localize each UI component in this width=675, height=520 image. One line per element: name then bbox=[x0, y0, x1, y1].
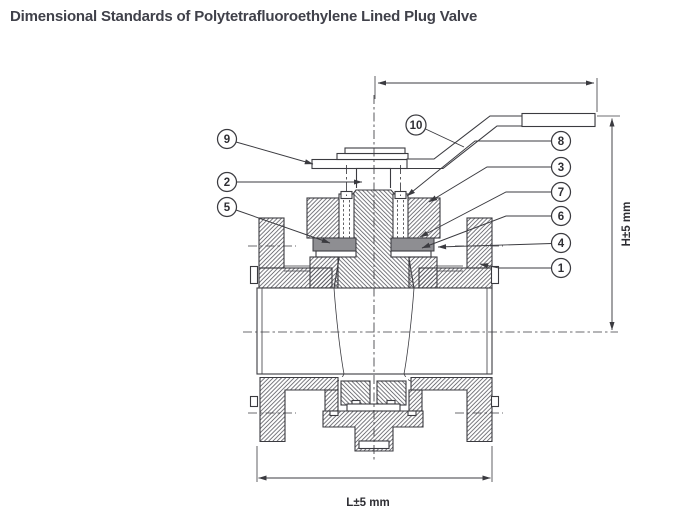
flange-ring bbox=[258, 217, 285, 269]
callout-circle bbox=[550, 156, 572, 178]
stud-threads bbox=[397, 200, 404, 238]
callout-circle bbox=[550, 130, 572, 152]
leader-9 bbox=[235, 141, 314, 165]
flange-face-step-br bbox=[490, 395, 500, 408]
leader-3 bbox=[428, 166, 552, 203]
callout-circle bbox=[405, 114, 427, 136]
gland-plate-middle bbox=[336, 152, 409, 161]
callout-circle bbox=[550, 257, 572, 279]
valve-body bbox=[243, 95, 618, 461]
leader-4 bbox=[437, 243, 552, 250]
leader-1 bbox=[479, 263, 552, 269]
flange-bottom-right bbox=[410, 376, 493, 443]
callouts: 9 2 5 10 8 3 7 6 bbox=[216, 114, 572, 279]
flange-face-step-bl bbox=[249, 395, 259, 408]
callout-number: 8 bbox=[558, 136, 565, 148]
page-title: Dimensional Standards of Polytetrafluoro… bbox=[10, 8, 477, 25]
callout-number: 5 bbox=[224, 202, 231, 214]
callout-number: 10 bbox=[410, 120, 423, 132]
callout-circle bbox=[216, 128, 238, 150]
stud-channel bbox=[338, 193, 355, 243]
stud-left bbox=[338, 165, 355, 243]
bottom-cover-assembly bbox=[322, 377, 424, 452]
callout-circle bbox=[216, 196, 238, 218]
callout-number: 4 bbox=[558, 238, 565, 250]
stem bbox=[355, 167, 392, 192]
stud-channel bbox=[392, 193, 409, 243]
leader-6 bbox=[421, 215, 552, 249]
flange-face-step bbox=[249, 265, 259, 285]
gland-plate-lower bbox=[311, 158, 409, 170]
dimension-label-length: L±5 mm bbox=[346, 497, 389, 509]
cover-notch bbox=[407, 410, 417, 417]
bowl-wall-left bbox=[324, 389, 339, 412]
callout-4: 4 bbox=[550, 232, 572, 254]
cover-notch bbox=[329, 410, 339, 417]
callout-number: 6 bbox=[558, 211, 564, 223]
flange-face-lines bbox=[261, 288, 488, 374]
leader-lines bbox=[235, 128, 552, 269]
seat-step-left bbox=[315, 250, 357, 258]
handle bbox=[406, 112, 596, 170]
leader-8 bbox=[406, 140, 552, 197]
dimension-length: L±5 mm bbox=[256, 446, 493, 509]
extension-lines bbox=[256, 446, 493, 482]
flange-ring bbox=[466, 217, 493, 269]
gland-plate-upper bbox=[344, 147, 406, 155]
bottom-cover bbox=[322, 410, 424, 452]
leader-10 bbox=[424, 128, 465, 148]
bore-outline bbox=[256, 287, 493, 375]
body-bore bbox=[256, 287, 493, 382]
stud-right bbox=[392, 165, 409, 243]
seat-step-right bbox=[390, 250, 432, 258]
callout-number: 7 bbox=[558, 187, 564, 199]
callout-circle bbox=[550, 205, 572, 227]
leader-7 bbox=[419, 191, 552, 238]
flange-base bbox=[418, 267, 493, 289]
dimension-label-height: H±5 mm bbox=[621, 202, 633, 247]
callout-number: 1 bbox=[558, 263, 565, 275]
bowl-wall-right bbox=[408, 389, 423, 412]
callout-circle bbox=[216, 171, 238, 193]
gland-plates bbox=[311, 147, 409, 170]
callout-3: 3 bbox=[550, 156, 572, 178]
handle-grip bbox=[521, 112, 596, 128]
flange-face-step bbox=[490, 265, 500, 285]
callout-9: 9 bbox=[216, 128, 238, 150]
callout-7: 7 bbox=[550, 181, 572, 203]
callout-circle bbox=[550, 181, 572, 203]
callout-number: 9 bbox=[224, 134, 230, 146]
flange-base bbox=[258, 267, 333, 289]
dimension-handle-length bbox=[374, 76, 598, 112]
callout-5: 5 bbox=[216, 196, 238, 218]
packing-left bbox=[312, 237, 357, 252]
callout-circle bbox=[550, 232, 572, 254]
callout-8: 8 bbox=[550, 130, 572, 152]
cover-plate bbox=[346, 403, 401, 412]
flange-bottom-left bbox=[259, 376, 339, 443]
callout-6: 6 bbox=[550, 205, 572, 227]
extension-lines bbox=[374, 76, 598, 112]
callout-10: 10 bbox=[405, 114, 427, 136]
callout-2: 2 bbox=[216, 171, 238, 193]
leader-5 bbox=[235, 209, 331, 244]
flange-top-left bbox=[249, 217, 333, 289]
stud-threads bbox=[343, 200, 350, 238]
callout-1: 1 bbox=[550, 257, 572, 279]
callout-number: 3 bbox=[558, 162, 564, 174]
callout-number: 2 bbox=[224, 177, 230, 189]
packing-right bbox=[390, 237, 435, 252]
dimension-height: H±5 mm bbox=[597, 115, 633, 331]
